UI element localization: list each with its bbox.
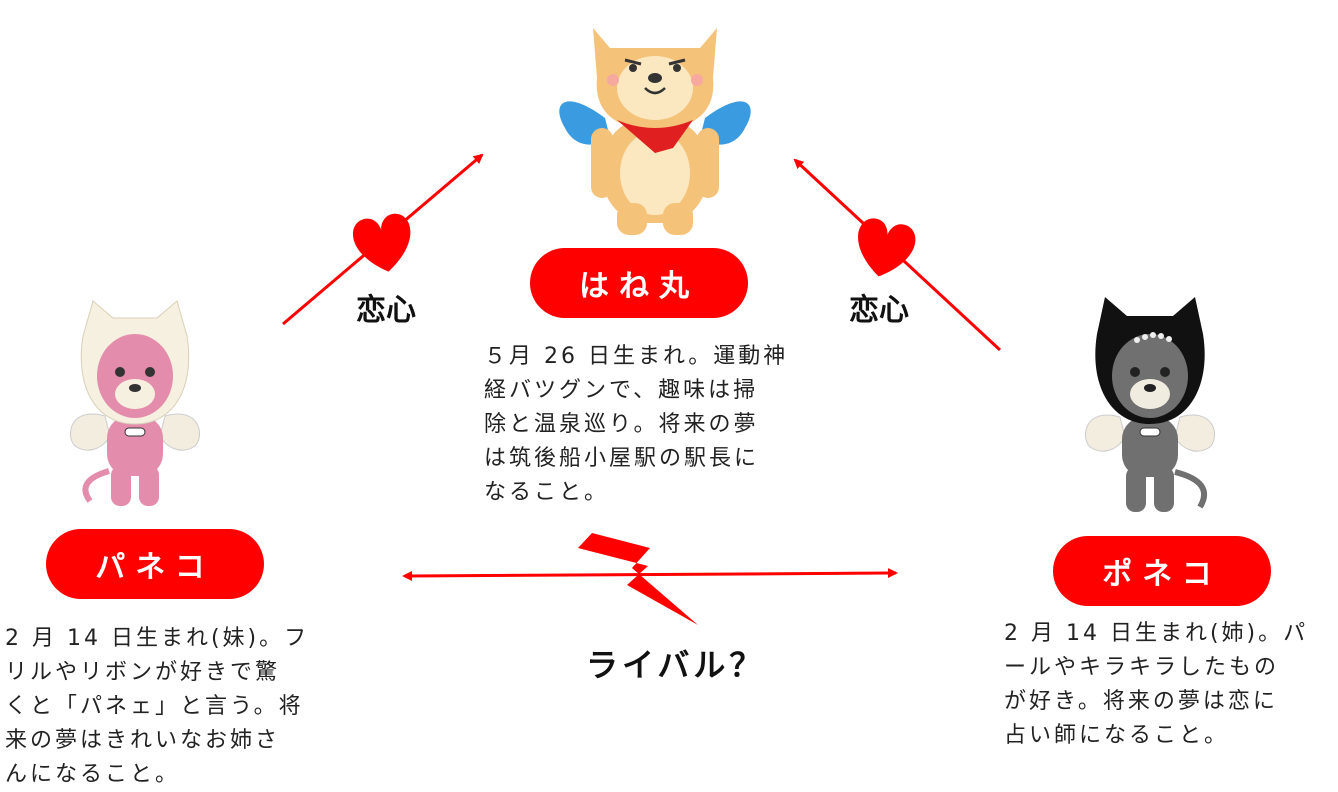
description-line: 2 月 14 日生まれ(妹)。フ (5, 626, 310, 651)
description-line: 来の夢はきれいなお姉さ (5, 728, 281, 753)
description-line: んになること。 (5, 762, 181, 787)
hanemaru-description: ５月 26 日生まれ。運動神 経バツグンで、趣味は掃 除と温泉巡り。将来の夢 は… (484, 340, 814, 510)
love-label-left: 恋心 (356, 293, 416, 328)
paneko-name: パネコ (95, 550, 215, 585)
heart-icon (858, 218, 916, 277)
description-line: 経バツグンで、趣味は掃 (484, 378, 759, 403)
paneko-description: 2 月 14 日生まれ(妹)。フ リルやリボンが好きで驚 くと「パネェ」と言う。… (5, 622, 335, 792)
description-line: ールやキラキラしたもの (1004, 655, 1280, 680)
paneko-name-badge: パネコ (46, 529, 264, 599)
rival-label: ライバル？ (586, 646, 766, 684)
poneko-name-badge: ポネコ (1053, 536, 1271, 606)
poneko-description: 2 月 14 日生まれ(姉)。パ ールやキラキラしたもの が好き。将来の夢は恋に… (1004, 617, 1334, 753)
description-line: は筑後船小屋駅の駅長に (484, 446, 760, 471)
lightning-icon (578, 533, 698, 625)
description-line: リルやリボンが好きで驚 (5, 660, 281, 685)
description-line: なること。 (484, 480, 610, 505)
description-line: が好き。将来の夢は恋に (1004, 689, 1278, 714)
description-line: ５月 26 日生まれ。運動神 (484, 344, 789, 369)
heart-icon (352, 213, 411, 272)
description-line: くと「パネェ」と言う。将 (5, 694, 304, 719)
hanemaru-name: はね丸 (579, 269, 699, 304)
poneko-image (1085, 297, 1215, 512)
description-line: 2 月 14 日生まれ(姉)。パ (1004, 621, 1309, 646)
hanemaru-name-badge: はね丸 (530, 248, 748, 318)
paneko-image (70, 300, 200, 506)
hanemaru-image (559, 28, 751, 235)
love-label-right: 恋心 (849, 293, 909, 328)
rival-arrow (402, 568, 898, 581)
poneko-name: ポネコ (1102, 557, 1222, 592)
description-line: 占い師になること。 (1004, 723, 1230, 748)
description-line: 除と温泉巡り。将来の夢 (484, 412, 759, 437)
